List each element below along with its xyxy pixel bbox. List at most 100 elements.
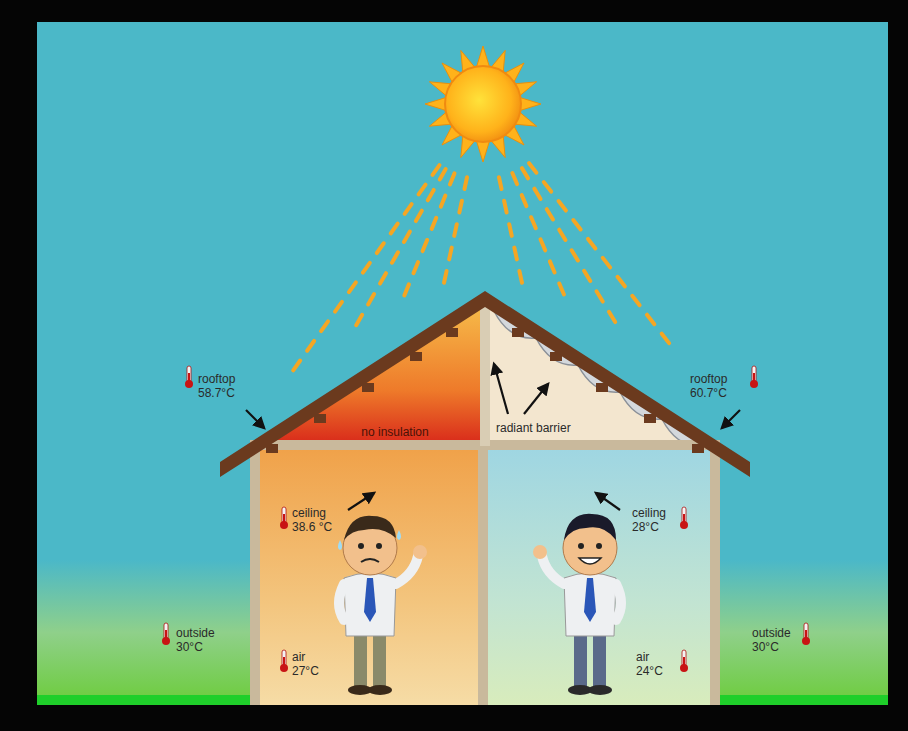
sun-rays — [444, 271, 447, 283]
sweating-man — [339, 584, 344, 620]
sun-rays — [404, 232, 410, 242]
sun-rays — [464, 177, 467, 189]
sun-rays — [522, 195, 527, 206]
sun-rays — [450, 173, 455, 184]
temperature-label: outside 30°C — [752, 626, 800, 654]
sweating-man — [413, 545, 427, 559]
attic-region: no insulation — [318, 420, 476, 444]
temperature-reading: ceiling 38.6 °C — [292, 506, 344, 534]
happy-man — [584, 578, 596, 622]
attic-region: radiant barrier — [492, 416, 614, 440]
happy-man — [616, 584, 621, 620]
sun-rays — [428, 190, 434, 200]
sweating-man — [397, 530, 401, 540]
sun-rays — [573, 220, 580, 229]
leader-arrows — [524, 384, 548, 414]
sweating-man — [396, 556, 418, 584]
sun-rays — [531, 217, 536, 228]
leader-arrows — [596, 493, 620, 510]
thermometer-icon — [802, 623, 810, 645]
sun-rays — [377, 243, 384, 253]
roof-rafters — [362, 383, 374, 392]
sweating-man — [368, 685, 392, 695]
sweating-man — [358, 543, 364, 549]
sun-rays — [647, 315, 654, 324]
temperature-label: rooftop 58.7°C — [198, 372, 254, 400]
thermometer-icon — [680, 507, 688, 529]
sun-rays — [522, 168, 528, 178]
happy-man — [593, 630, 606, 688]
happy-man — [533, 514, 621, 695]
room-region: ceiling 28°Cair 24°C — [488, 450, 710, 705]
sun-rays — [534, 189, 540, 199]
happy-man — [542, 556, 564, 584]
leader-arrows — [348, 493, 374, 510]
roof-rafters — [644, 414, 656, 423]
sun-rays — [519, 271, 522, 283]
sun-rays — [572, 250, 578, 260]
sun-rays — [509, 224, 512, 236]
sun-rays — [335, 302, 342, 312]
sun-rays — [368, 294, 374, 304]
happy-man — [564, 573, 616, 636]
sun-rays — [391, 224, 398, 234]
leader-arrows — [246, 364, 740, 510]
sweating-man — [344, 516, 396, 540]
sun-rays — [514, 248, 517, 260]
sun-rays — [603, 258, 610, 267]
sun-rays — [559, 283, 564, 294]
sweating-man — [344, 573, 396, 636]
house-wall — [250, 440, 720, 705]
sun-rays — [416, 211, 422, 221]
room-region: ceiling 38.6 °Cair 27°C — [260, 450, 478, 705]
sun-rays — [433, 165, 440, 175]
sun-rays — [392, 252, 398, 262]
sun-rays — [559, 201, 566, 210]
sun-rays — [559, 230, 565, 240]
sun-rays — [449, 248, 452, 260]
sun-rays — [413, 262, 418, 273]
sweating-man — [373, 630, 386, 688]
happy-man — [579, 558, 601, 564]
happy-man — [578, 543, 584, 549]
attic-divider — [480, 306, 490, 446]
roof-rafters — [596, 383, 608, 392]
temperature-label: rooftop 60.7°C — [690, 372, 746, 400]
sun-rays — [454, 224, 457, 236]
sweating-man — [354, 630, 367, 688]
room-hot — [260, 450, 478, 705]
roof-rafters — [550, 352, 562, 361]
sun-rays — [584, 271, 590, 281]
sun-rays — [662, 334, 669, 343]
sun-rays — [363, 263, 370, 273]
leader-arrows — [494, 364, 508, 414]
sun-rays — [618, 277, 625, 286]
sun — [425, 46, 541, 162]
room-cool — [488, 450, 710, 705]
sweating-man — [338, 516, 427, 695]
sun-rays — [632, 296, 639, 305]
sun-rays — [550, 261, 555, 272]
sun-rays — [547, 209, 553, 219]
sun-rays — [441, 196, 446, 207]
temperature-reading: air 24°C — [636, 650, 672, 678]
sun-rays — [540, 239, 545, 250]
roof-rafters — [314, 414, 326, 423]
sun-rays — [321, 321, 328, 331]
thermometer-icon — [185, 366, 193, 388]
sky — [37, 22, 888, 705]
sun-rays — [544, 182, 551, 191]
sun-rays — [588, 239, 595, 248]
happy-man — [574, 630, 587, 688]
sun-rays — [404, 284, 409, 295]
sun-rays — [380, 273, 386, 283]
sun-rays — [504, 201, 507, 213]
sweating-man — [338, 540, 342, 550]
roof-rafters — [446, 328, 458, 337]
thermometer-icon — [162, 623, 170, 645]
sun-rays — [293, 361, 300, 371]
sweating-man — [364, 578, 376, 622]
sweating-man — [361, 559, 379, 562]
